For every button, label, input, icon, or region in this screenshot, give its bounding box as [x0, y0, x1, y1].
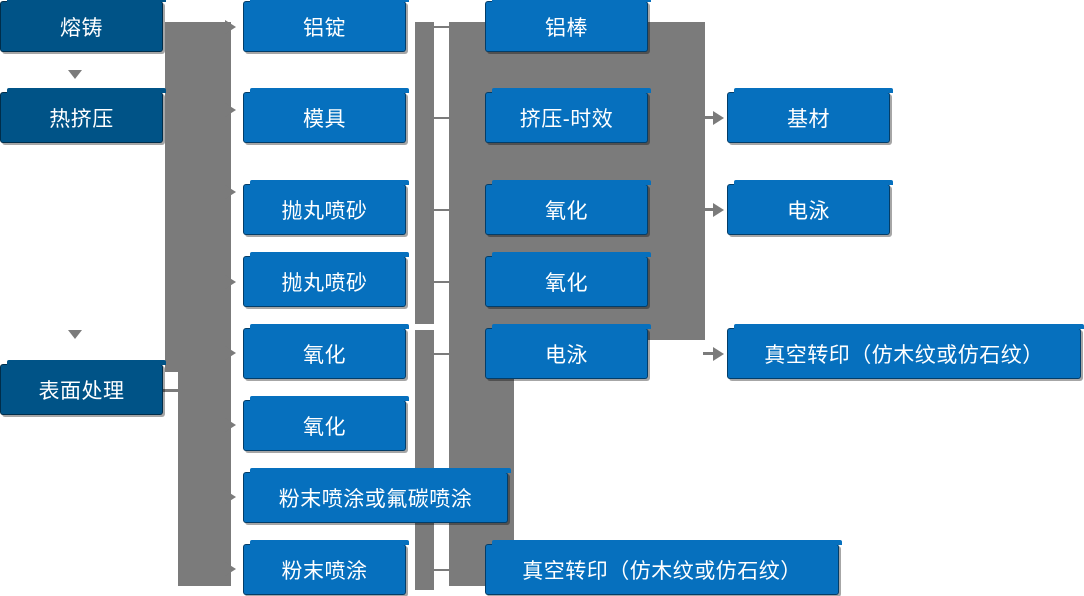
node-cap	[7, 360, 166, 365]
node-treatment-electrophoresis[interactable]: 电泳	[485, 324, 651, 379]
node-label: 熔铸	[60, 16, 103, 40]
connector-rule-6	[432, 569, 452, 571]
node-stage-surface-treatment[interactable]: 表面处理	[0, 360, 166, 415]
caret-down-icon-surface	[68, 330, 82, 339]
node-cap	[250, 252, 409, 257]
connector-rule-4	[432, 281, 452, 283]
node-process-shotblast-1[interactable]: 抛丸喷砂	[243, 180, 409, 235]
node-process-oxidation-1[interactable]: 氧化	[243, 324, 409, 379]
node-output-substrate[interactable]: 基材	[727, 88, 893, 143]
node-cap	[734, 324, 1084, 329]
node-output-electrophoresis[interactable]: 电泳	[727, 180, 893, 235]
node-cap	[250, 396, 409, 401]
connector-stem-electrophoresis	[703, 208, 715, 211]
node-label: 挤压-时效	[519, 107, 614, 131]
node-cap	[250, 540, 409, 545]
node-label: 铝锭	[303, 16, 346, 40]
connector-trunk-left-join	[165, 340, 231, 362]
node-label: 电泳	[545, 343, 588, 367]
connector-trunk-left-upper	[165, 22, 231, 372]
node-treatment-oxidation-1[interactable]: 氧化	[485, 180, 651, 235]
node-label: 氧化	[545, 271, 588, 295]
node-cap	[492, 252, 651, 257]
node-label: 氧化	[303, 343, 346, 367]
node-cap	[734, 180, 893, 185]
node-process-die[interactable]: 模具	[243, 88, 409, 143]
connector-stub-surface	[163, 389, 185, 392]
node-process-oxidation-2[interactable]: 氧化	[243, 396, 409, 451]
node-stage-hot-extrude[interactable]: 热挤压	[0, 88, 166, 143]
node-cap	[492, 0, 651, 2]
node-label: 真空转印（仿木纹或仿石纹）	[522, 559, 802, 583]
connector-rule-3	[432, 209, 452, 211]
connector-stem-vacuum-print	[703, 352, 715, 355]
node-cap	[250, 180, 409, 185]
node-cap	[250, 324, 409, 329]
arrow-icon-to-powder-or-pvdf	[225, 490, 236, 504]
node-label: 真空转印（仿木纹或仿石纹）	[764, 343, 1044, 367]
node-treatment-vacuum-print[interactable]: 真空转印（仿木纹或仿石纹）	[485, 540, 842, 595]
arrow-icon-to-oxidation-2	[225, 418, 236, 432]
node-cap	[492, 88, 651, 93]
node-label: 抛丸喷砂	[281, 199, 368, 223]
node-cap	[734, 88, 893, 93]
node-label: 模具	[303, 107, 346, 131]
node-cap	[250, 468, 511, 473]
node-output-vacuum-print[interactable]: 真空转印（仿木纹或仿石纹）	[727, 324, 1084, 379]
arrow-icon-to-shotblast-1	[225, 185, 236, 199]
caret-down-icon-hot-extrude	[68, 70, 82, 79]
arrow-icon-to-vacuum-print	[713, 347, 724, 361]
connector-rule-1	[432, 26, 452, 28]
node-treatment-alu-bar[interactable]: 铝棒	[485, 0, 651, 52]
arrow-icon-to-powder-coating	[225, 562, 236, 576]
arrow-icon-to-oxidation-1	[225, 346, 236, 360]
node-label: 氧化	[303, 415, 346, 439]
node-cap	[7, 88, 166, 93]
node-label: 表面处理	[38, 379, 125, 403]
node-cap	[250, 88, 409, 93]
node-process-ingot[interactable]: 铝锭	[243, 0, 409, 52]
node-treatment-oxidation-2[interactable]: 氧化	[485, 252, 651, 307]
node-process-powder-or-pvdf[interactable]: 粉末喷涂或氟碳喷涂	[243, 468, 511, 523]
connector-rule-5	[432, 353, 452, 355]
node-stage-melt-cast[interactable]: 熔铸	[0, 0, 166, 52]
arrow-icon-to-die	[225, 103, 236, 117]
arrow-icon-to-shotblast-2	[225, 275, 236, 289]
node-cap	[492, 180, 651, 185]
connector-stem-substrate	[703, 116, 715, 119]
node-cap	[492, 540, 842, 545]
node-label: 粉末喷涂	[281, 559, 368, 583]
node-label: 铝棒	[545, 16, 588, 40]
node-label: 电泳	[787, 199, 830, 223]
node-treatment-extrude-aging[interactable]: 挤压-时效	[485, 88, 651, 143]
connector-trunk-mid-b	[415, 330, 434, 590]
arrow-icon-to-electrophoresis	[713, 203, 724, 217]
node-label: 抛丸喷砂	[281, 271, 368, 295]
node-label: 热挤压	[49, 107, 114, 131]
node-process-shotblast-2[interactable]: 抛丸喷砂	[243, 252, 409, 307]
node-cap	[250, 0, 409, 2]
node-process-powder-coating[interactable]: 粉末喷涂	[243, 540, 409, 595]
arrow-icon-to-substrate	[713, 111, 724, 125]
connector-rule-2	[432, 117, 452, 119]
node-label: 粉末喷涂或氟碳喷涂	[278, 487, 473, 511]
connector-trunk-mid-a	[415, 22, 434, 324]
node-cap	[492, 324, 651, 329]
node-cap	[7, 0, 166, 2]
arrow-icon-to-ingot	[225, 20, 236, 34]
node-label: 氧化	[545, 199, 588, 223]
connector-trunk-left-lower	[178, 356, 231, 586]
node-label: 基材	[787, 107, 830, 131]
